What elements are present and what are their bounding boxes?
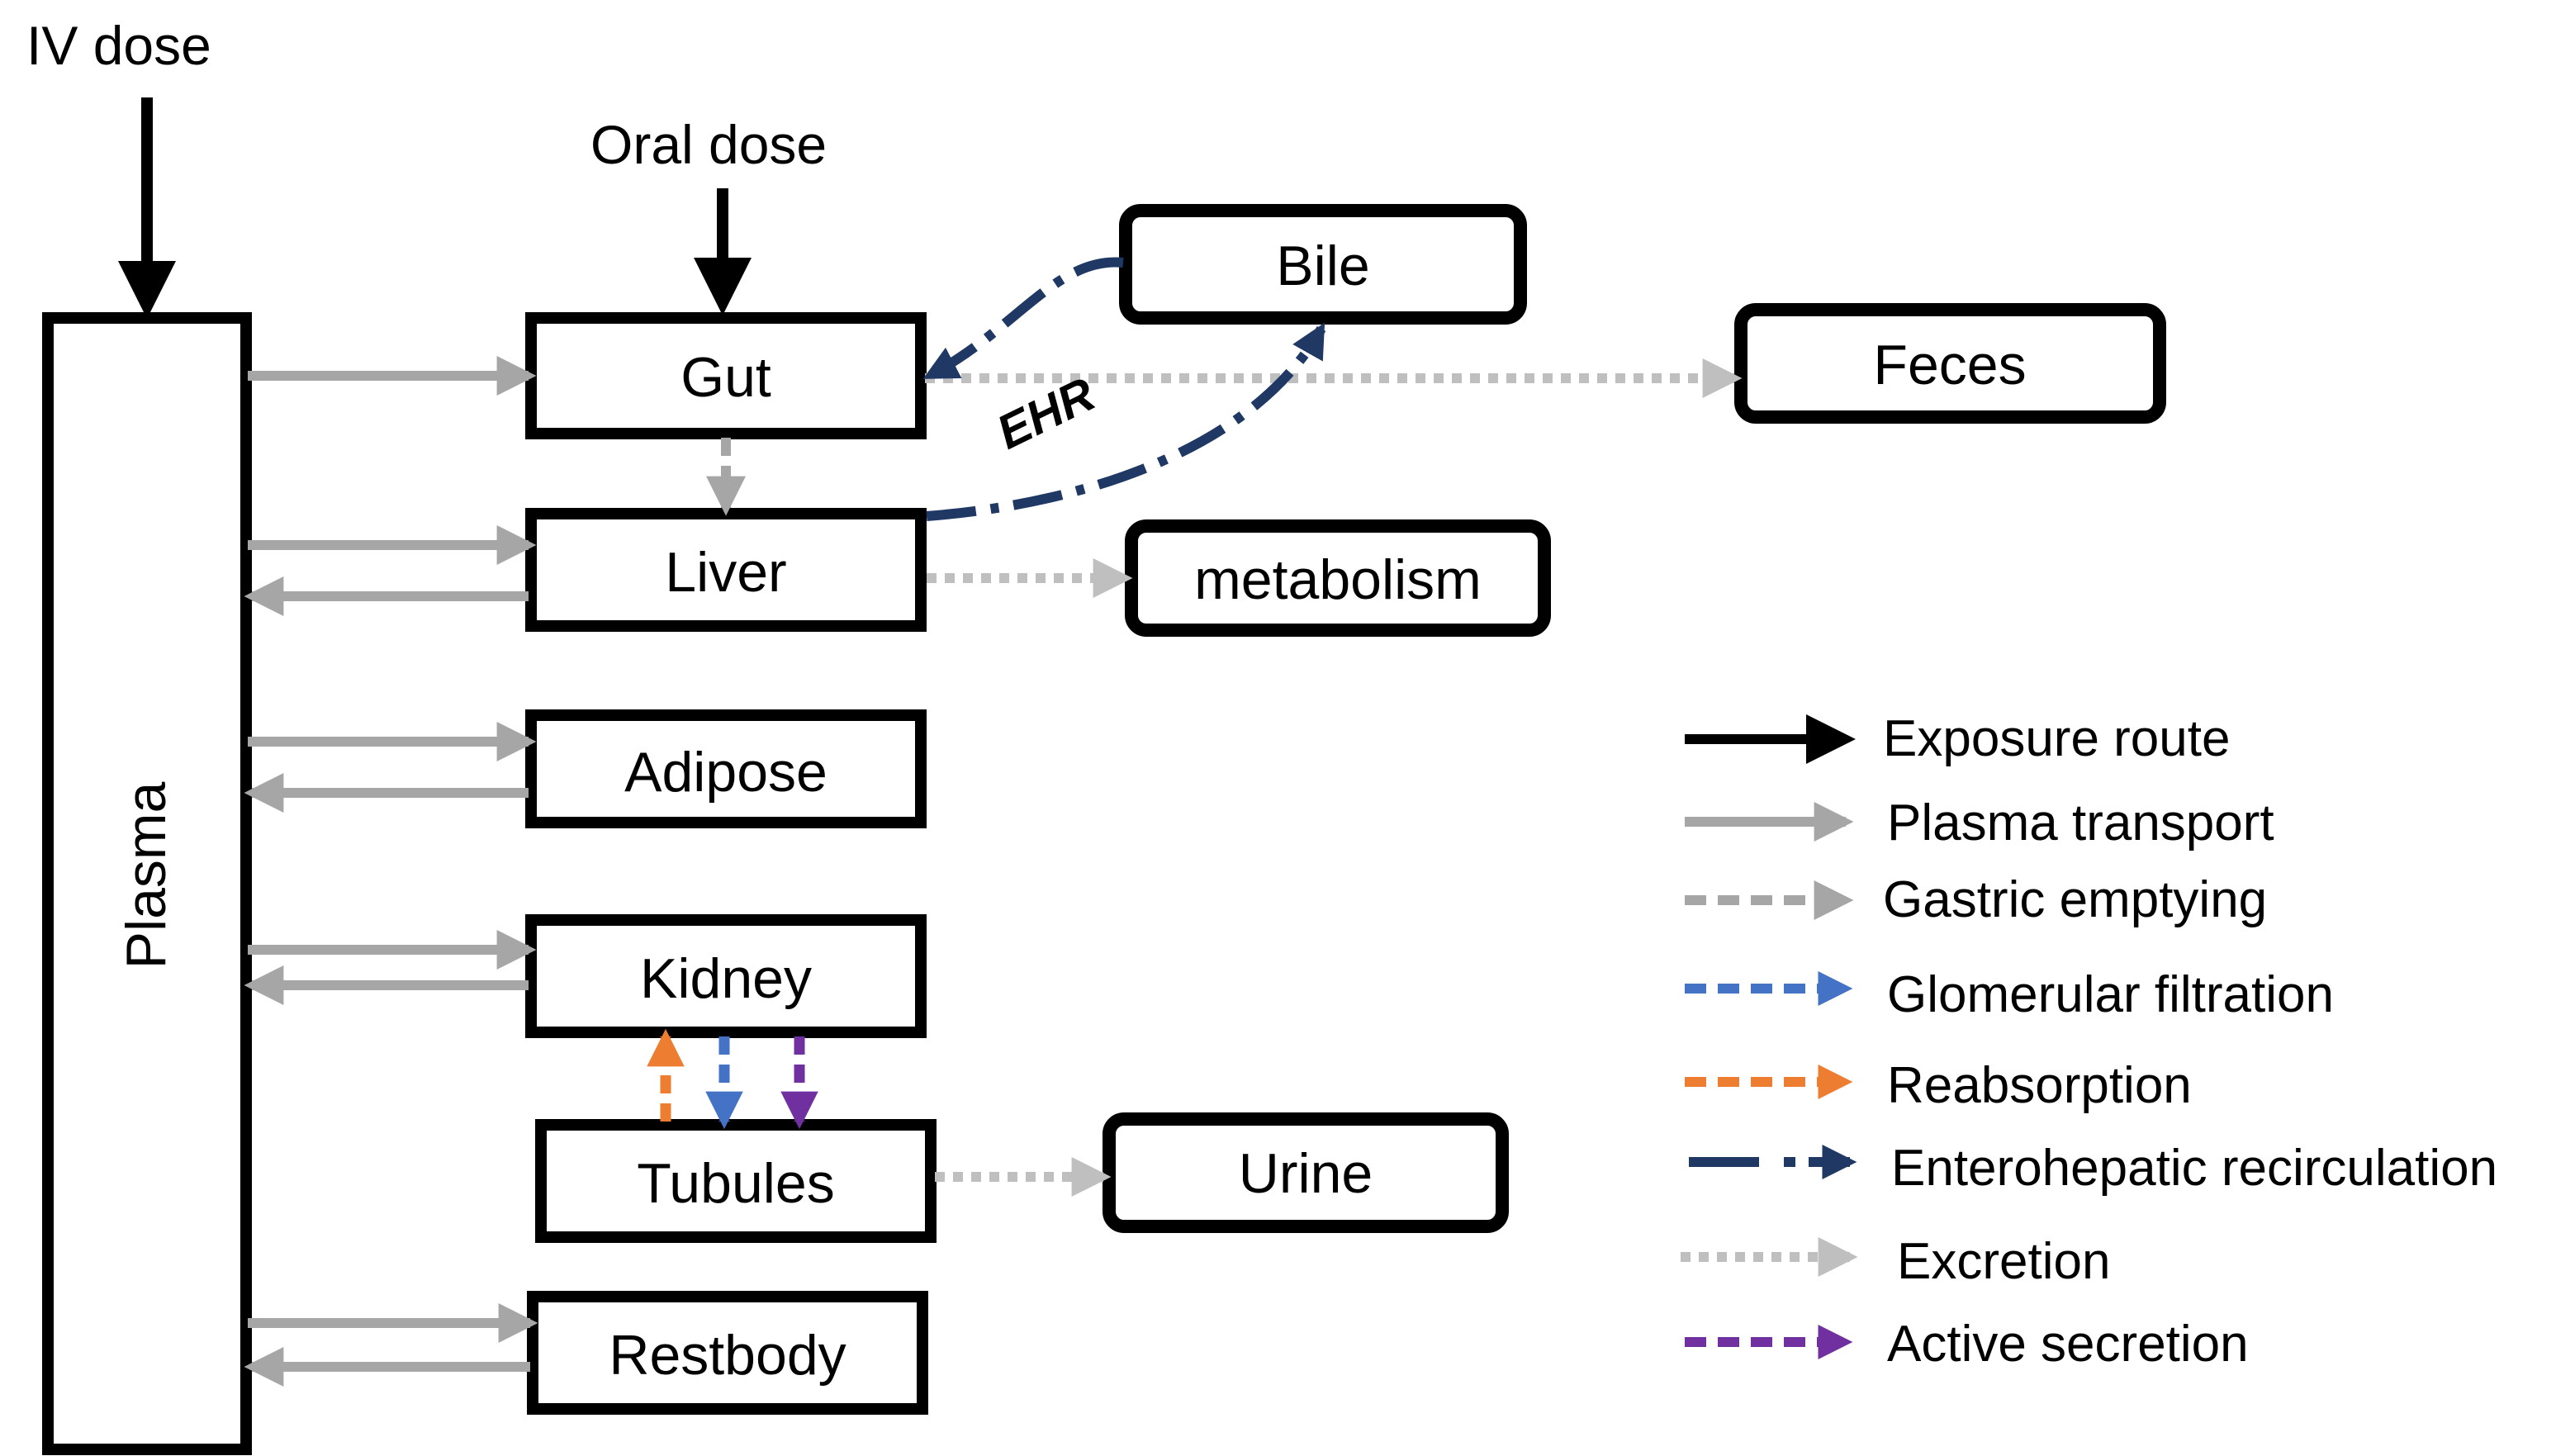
- metabolism-label: metabolism: [1194, 548, 1482, 611]
- bile-to-gut-ehr-arrow: [922, 257, 1124, 381]
- urine-label: Urine: [1239, 1142, 1373, 1205]
- adipose-label: Adipose: [624, 741, 827, 804]
- legend-label-active-secretion: Active secretion: [1887, 1316, 2249, 1373]
- legend-label-plasma-transport: Plasma transport: [1887, 794, 2274, 851]
- bile-label: Bile: [1276, 235, 1369, 297]
- gut-label: Gut: [680, 346, 771, 409]
- plasma-label: Plasma: [115, 781, 178, 969]
- legend-label-glomerular: Glomerular filtration: [1887, 966, 2334, 1023]
- legend-label-gastric: Gastric emptying: [1883, 871, 2267, 928]
- tubules-box: [535, 1119, 937, 1243]
- kidney-box: [525, 914, 927, 1038]
- liver-to-bile-ehr-arrow: [926, 322, 1326, 521]
- oral-dose-label: Oral dose: [590, 114, 827, 175]
- restbody-label: Restbody: [609, 1324, 846, 1387]
- restbody-box: [527, 1291, 928, 1415]
- adipose-box: [525, 709, 927, 828]
- plasma-box: [42, 312, 252, 1455]
- liver-box: [525, 508, 927, 632]
- legend-label-exposure: Exposure route: [1883, 710, 2230, 767]
- tubules-label: Tubules: [637, 1152, 834, 1215]
- bile-box: [1119, 204, 1527, 325]
- iv-dose-label: IV dose: [26, 15, 211, 76]
- gut-box: [525, 312, 927, 439]
- legend-label-reabsorption: Reabsorption: [1887, 1057, 2192, 1114]
- legend: Exposure route Plasma transport Gastric …: [1681, 710, 2497, 1373]
- feces-label: Feces: [1873, 334, 2026, 396]
- legend-label-ehr: Enterohepatic recirculation: [1891, 1140, 2497, 1197]
- liver-label: Liver: [665, 541, 786, 604]
- kidney-label: Kidney: [640, 947, 812, 1010]
- legend-label-excretion: Excretion: [1897, 1233, 2110, 1290]
